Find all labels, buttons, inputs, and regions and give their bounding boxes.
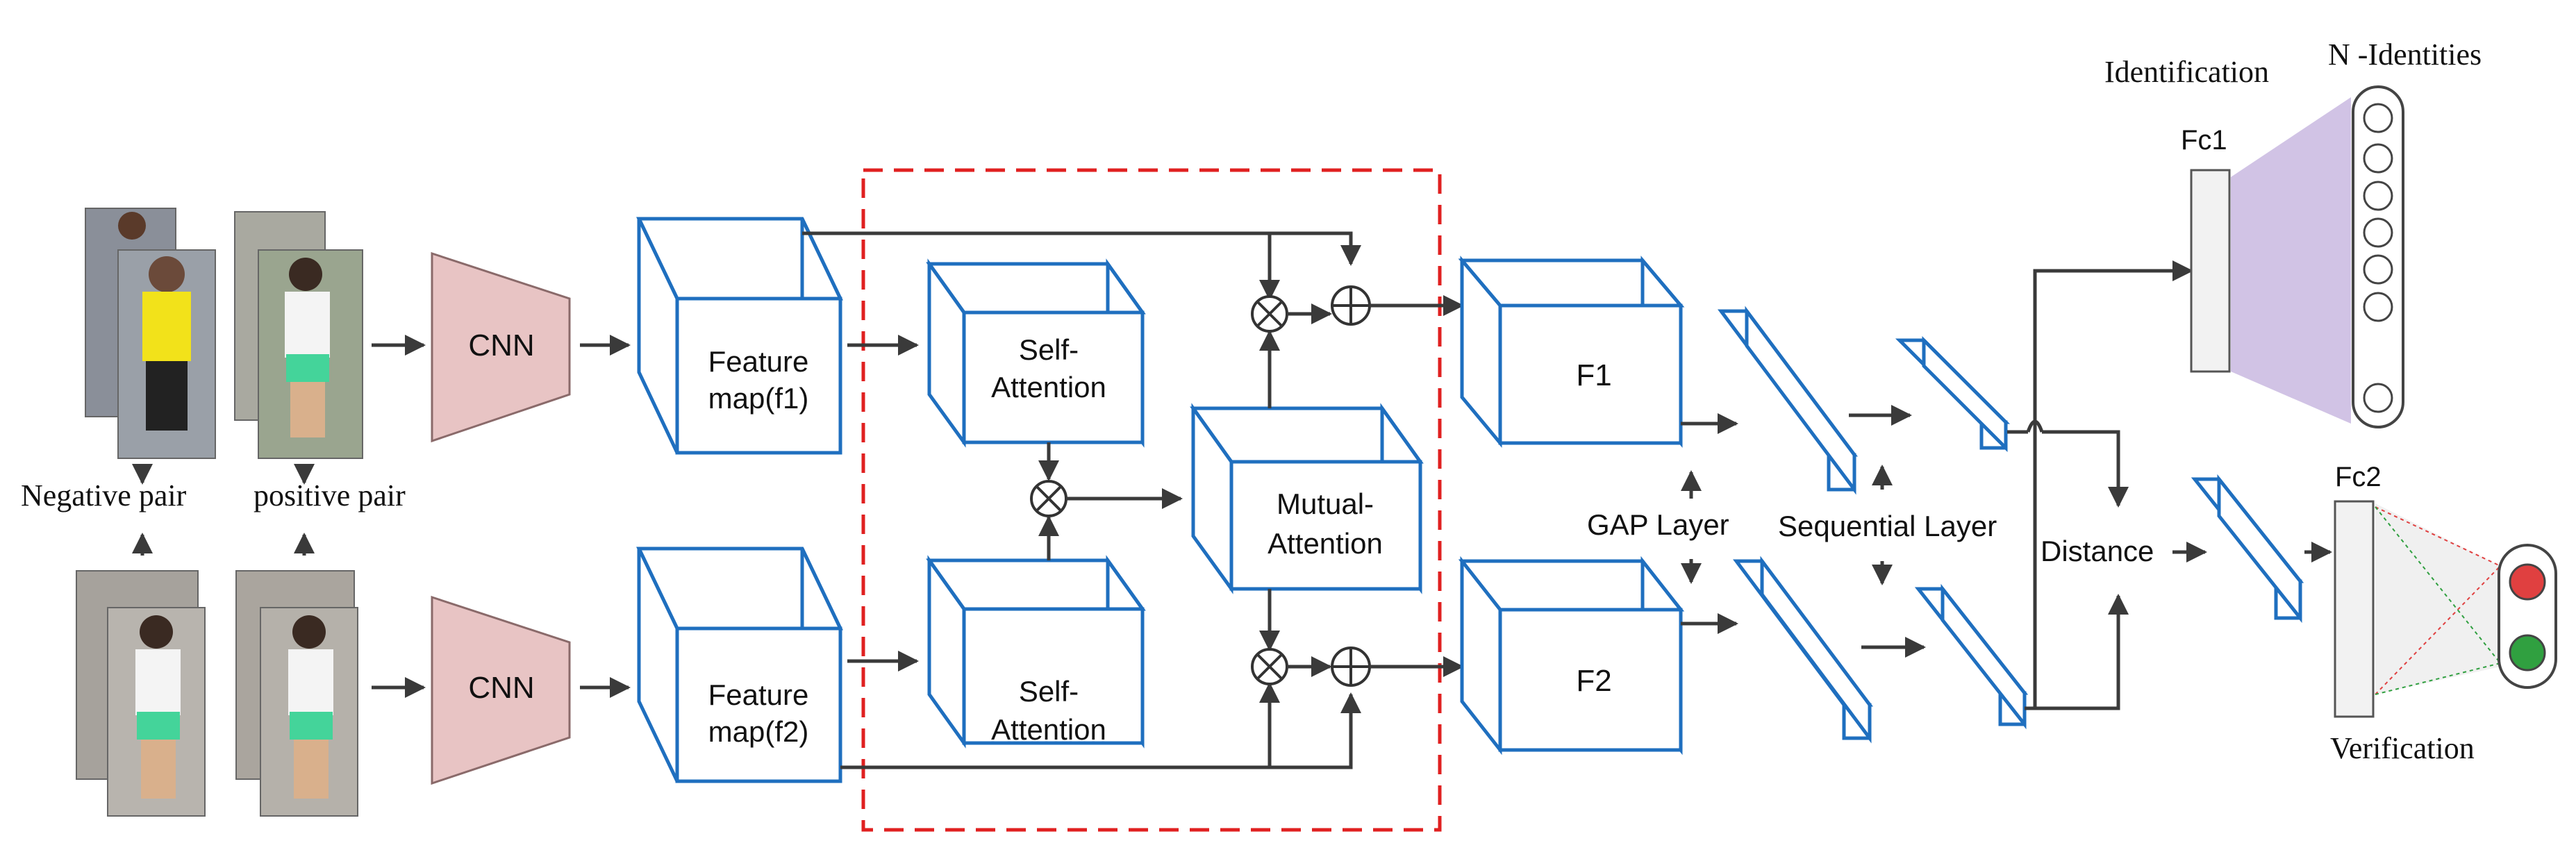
fc2-fan [2375, 503, 2500, 694]
negative-pair-top-images [85, 208, 216, 459]
multiply-operator-top [1251, 295, 1288, 333]
fc1-fan [2231, 97, 2351, 424]
feature-map-f1-label-2: map(f1) [708, 382, 809, 415]
cnn-bottom-label: CNN [468, 671, 534, 705]
positive-pair-label: positive pair [254, 478, 406, 512]
feature-map-f1-cube [636, 217, 843, 455]
sequential-layer-bottom [1914, 583, 2029, 730]
self-attention-top-label-2: Attention [991, 371, 1106, 403]
add-operator-bottom [1331, 647, 1371, 687]
n-identities-label: N -Identities [2328, 37, 2482, 72]
self-attention-top-cube [926, 258, 1146, 448]
self-attention-bottom-label-1: Self- [1019, 675, 1079, 708]
mutual-attention-label-2: Attention [1268, 527, 1383, 560]
mutual-attention-cube [1190, 403, 1424, 594]
positive-pair-top-images [234, 211, 363, 459]
self-attention-bottom-label-2: Attention [991, 713, 1106, 746]
sequential-layer-label: Sequential Layer [1778, 510, 1997, 542]
identification-label: Identification [2104, 55, 2269, 89]
gap-layer-bottom [1733, 556, 1873, 744]
feature-map-f2-label-2: map(f2) [708, 715, 809, 748]
fc2-label: Fc2 [2335, 462, 2382, 492]
identity-nodes [2363, 103, 2393, 413]
f2-cube [1458, 556, 1685, 756]
negative-pair-bottom-images [76, 570, 206, 817]
multiply-operator-middle [1030, 480, 1067, 517]
signal-red-light [2509, 563, 2546, 601]
signal-green-light [2509, 634, 2546, 672]
feature-map-f1-label-1: Feature [708, 345, 809, 378]
distance-bar [2191, 474, 2304, 624]
f1-label: F1 [1576, 358, 1611, 392]
feature-map-f2-cube [636, 547, 843, 783]
positive-pair-bottom-images [235, 570, 358, 817]
f2-label: F2 [1576, 664, 1611, 698]
fc1-layer [2190, 169, 2231, 373]
self-attention-top-label-1: Self- [1019, 333, 1079, 366]
mutual-attention-label-1: Mutual- [1277, 487, 1374, 520]
multiply-operator-bottom [1251, 648, 1288, 685]
negative-pair-label: Negative pair [21, 478, 187, 512]
cnn-bottom-block [431, 595, 571, 785]
distance-label: Distance [2041, 535, 2154, 567]
verification-label: Verification [2330, 731, 2475, 765]
gap-layer-label: GAP Layer [1587, 508, 1729, 541]
add-operator-top [1331, 285, 1371, 326]
sequential-layer-top [1895, 335, 2011, 453]
gap-layer-top [1718, 306, 1858, 495]
f1-cube [1458, 256, 1685, 448]
cnn-top-block [431, 251, 571, 443]
feature-map-f2-label-1: Feature [708, 678, 809, 711]
fc1-label: Fc1 [2181, 125, 2227, 156]
self-attention-bottom-cube [926, 555, 1146, 749]
attention-module-region [861, 168, 1442, 832]
fc2-layer [2334, 500, 2375, 718]
cnn-top-label: CNN [468, 328, 534, 362]
